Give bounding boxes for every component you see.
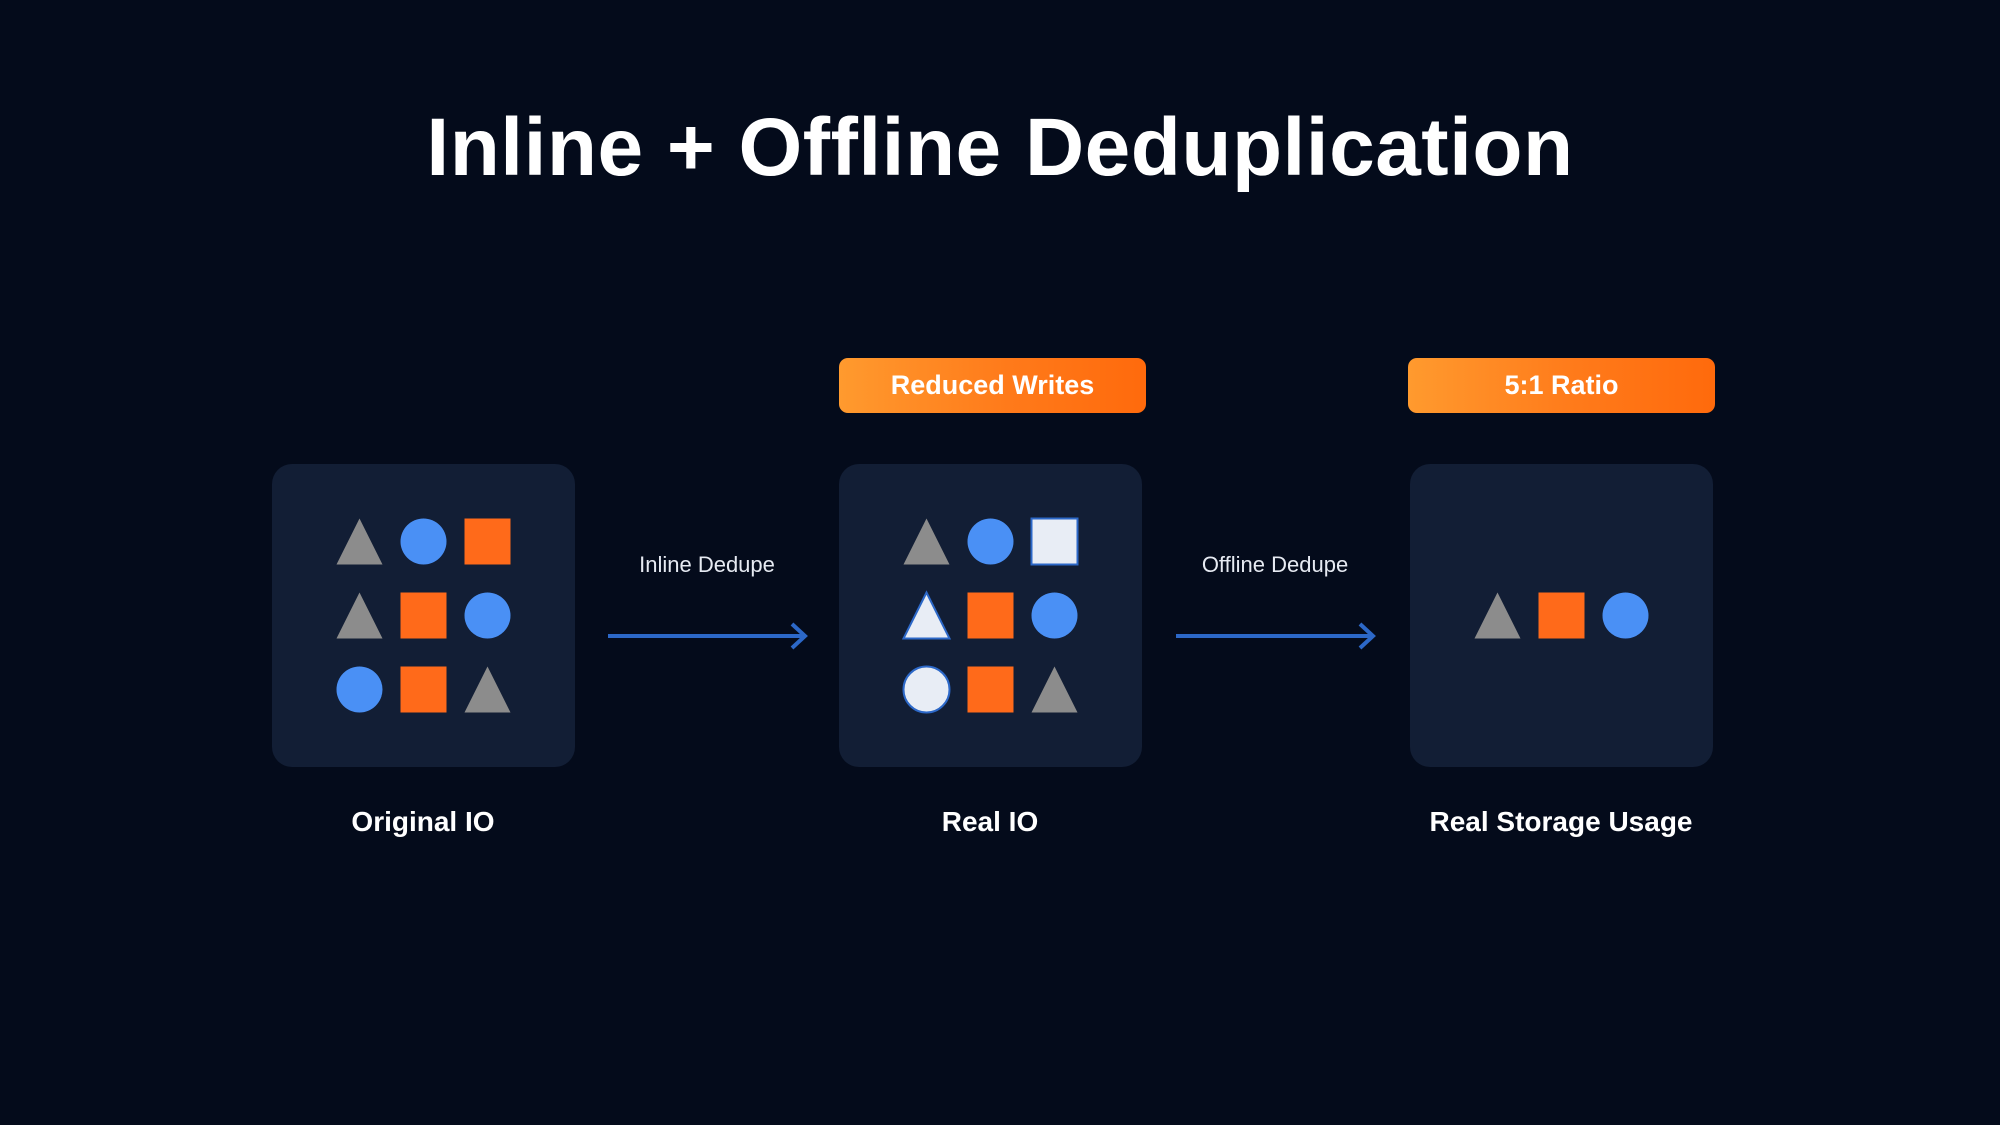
triangle-block	[336, 518, 383, 565]
square-block	[464, 518, 511, 565]
circle-block	[967, 518, 1014, 565]
circle-deduped-block	[902, 665, 951, 714]
offline-dedupe-label: Offline Dedupe	[1201, 552, 1349, 577]
square-block	[967, 666, 1014, 713]
circle-block	[464, 592, 511, 639]
real-storage-blocks	[1474, 592, 1649, 639]
real-io-panel	[839, 464, 1142, 767]
real-storage-caption: Real Storage Usage	[1429, 806, 1693, 837]
original-io-blocks	[336, 518, 511, 713]
original-io-panel	[272, 464, 575, 767]
inline-dedupe-label: Inline Dedupe	[639, 552, 775, 577]
reduced-writes-badge: Reduced Writes	[839, 358, 1146, 413]
square-block	[400, 666, 447, 713]
circle-block	[1602, 592, 1649, 639]
page-title: Inline + Offline Deduplication	[426, 102, 1574, 193]
real-io-caption: Real IO	[941, 806, 1039, 837]
original-io-caption: Original IO	[351, 806, 495, 837]
triangle-block	[1474, 592, 1521, 639]
square-block	[1538, 592, 1585, 639]
circle-block	[400, 518, 447, 565]
arrow-head	[1358, 622, 1376, 650]
circle-block	[1031, 592, 1078, 639]
square-deduped-block	[1030, 517, 1079, 566]
real-io-blocks	[901, 517, 1079, 714]
real-storage-panel	[1410, 464, 1713, 767]
triangle-block	[903, 518, 950, 565]
square-block	[967, 592, 1014, 639]
triangle-block	[464, 666, 511, 713]
inline-dedupe-arrow	[608, 622, 808, 650]
ratio-badge: 5:1 Ratio	[1408, 358, 1715, 413]
triangle-deduped-block	[901, 590, 952, 640]
square-block	[400, 592, 447, 639]
offline-dedupe-arrow	[1176, 622, 1376, 650]
triangle-block	[1031, 666, 1078, 713]
arrow-head	[790, 622, 808, 650]
triangle-block	[336, 592, 383, 639]
circle-block	[336, 666, 383, 713]
